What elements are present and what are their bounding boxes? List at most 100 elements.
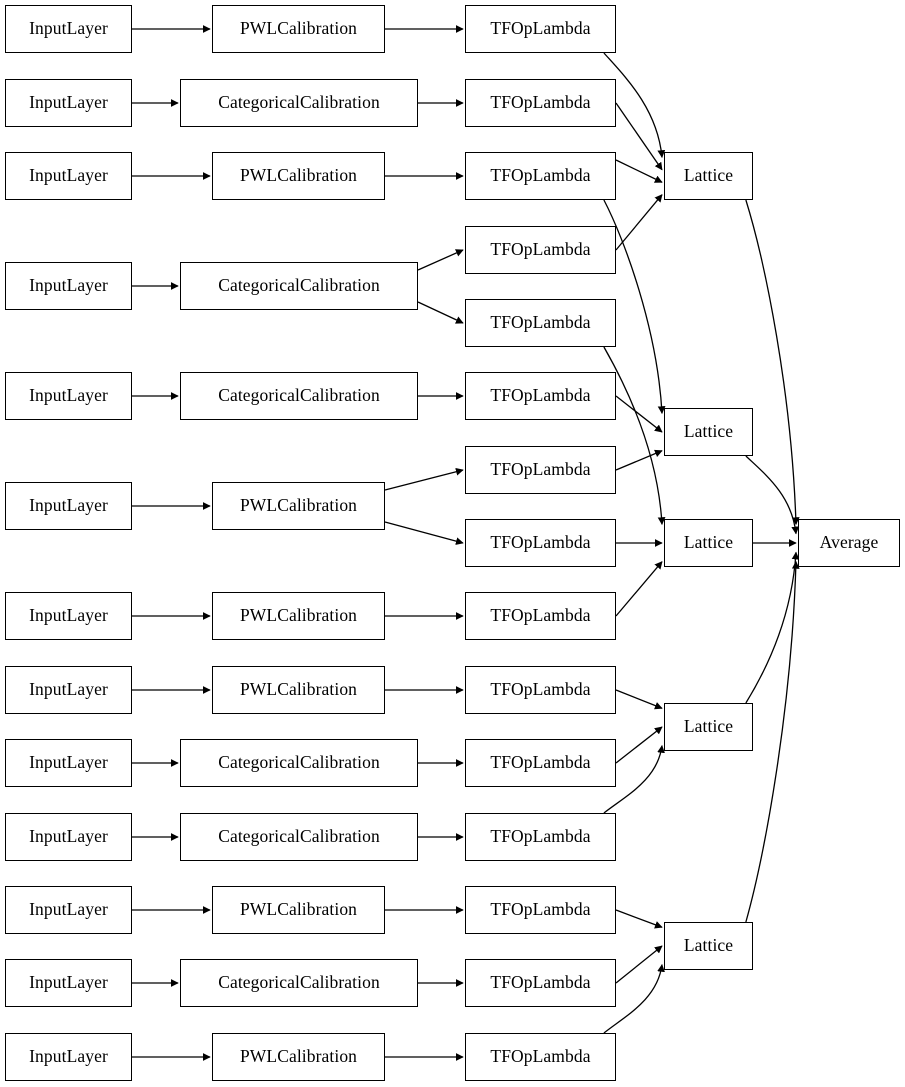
node-label: PWLCalibration	[239, 679, 358, 700]
node-label: InputLayer	[29, 752, 108, 773]
node-tfop-lambda-lam6[interactable]: TFOpLambda	[465, 446, 616, 494]
node-label: InputLayer	[29, 495, 108, 516]
node-tfop-lambda-lam7[interactable]: TFOpLambda	[465, 519, 616, 567]
node-label: InputLayer	[29, 18, 108, 39]
node-tfop-lambda-lam13[interactable]: TFOpLambda	[465, 959, 616, 1007]
node-pwlcalibration-cal6[interactable]: PWLCalibration	[212, 592, 385, 640]
node-label: TFOpLambda	[490, 92, 591, 113]
node-label: TFOpLambda	[490, 18, 591, 39]
node-label: CategoricalCalibration	[218, 385, 380, 406]
node-label: InputLayer	[29, 826, 108, 847]
node-pwlcalibration-cal7[interactable]: PWLCalibration	[212, 666, 385, 714]
node-label: TFOpLambda	[490, 385, 591, 406]
node-categorical-calibration-cal8[interactable]: CategoricalCalibration	[180, 739, 418, 787]
node-lattice-lat3[interactable]: Lattice	[664, 703, 753, 751]
node-label: PWLCalibration	[239, 495, 358, 516]
node-label: InputLayer	[29, 165, 108, 186]
edge-lat0-to-avg	[745, 199, 800, 526]
node-input-layer-in5[interactable]: InputLayer	[5, 482, 132, 530]
node-label: InputLayer	[29, 275, 108, 296]
node-pwlcalibration-cal10[interactable]: PWLCalibration	[212, 886, 385, 934]
edge-lam2-to-lat0	[615, 159, 663, 183]
node-label: TFOpLambda	[490, 532, 591, 553]
node-tfop-lambda-lam9[interactable]: TFOpLambda	[465, 666, 616, 714]
node-pwlcalibration-cal2[interactable]: PWLCalibration	[212, 152, 385, 200]
node-input-layer-in8[interactable]: InputLayer	[5, 739, 132, 787]
edge-lat1-to-avg	[745, 455, 800, 535]
node-label: InputLayer	[29, 679, 108, 700]
edge-lam12-to-lat4	[615, 909, 663, 929]
node-label: Lattice	[683, 716, 734, 737]
edge-lat3-to-avg	[745, 551, 800, 704]
node-categorical-calibration-cal11[interactable]: CategoricalCalibration	[180, 959, 418, 1007]
node-tfop-lambda-lam10[interactable]: TFOpLambda	[465, 739, 616, 787]
edge-lam13-to-lat4	[615, 945, 663, 984]
node-input-layer-in0[interactable]: InputLayer	[5, 5, 132, 53]
node-tfop-lambda-lam5[interactable]: TFOpLambda	[465, 372, 616, 420]
node-tfop-lambda-lam0[interactable]: TFOpLambda	[465, 5, 616, 53]
node-categorical-calibration-cal9[interactable]: CategoricalCalibration	[180, 813, 418, 861]
node-label: Average	[819, 532, 879, 553]
node-input-layer-in3[interactable]: InputLayer	[5, 262, 132, 310]
node-label: InputLayer	[29, 899, 108, 920]
edge-lam8-to-lat2	[615, 561, 663, 617]
edge-lat4-to-avg	[745, 560, 800, 923]
node-pwlcalibration-cal12[interactable]: PWLCalibration	[212, 1033, 385, 1081]
edge-lam1-to-lat0	[615, 102, 663, 171]
node-categorical-calibration-cal1[interactable]: CategoricalCalibration	[180, 79, 418, 127]
node-lattice-lat2[interactable]: Lattice	[664, 519, 753, 567]
node-label: TFOpLambda	[490, 1046, 591, 1067]
node-pwlcalibration-cal0[interactable]: PWLCalibration	[212, 5, 385, 53]
node-input-layer-in2[interactable]: InputLayer	[5, 152, 132, 200]
node-label: Lattice	[683, 935, 734, 956]
node-label: Lattice	[683, 165, 734, 186]
node-label: TFOpLambda	[490, 752, 591, 773]
node-label: TFOpLambda	[490, 679, 591, 700]
edge-cal5-to-lam6	[384, 467, 464, 491]
node-label: TFOpLambda	[490, 239, 591, 260]
node-label: CategoricalCalibration	[218, 275, 380, 296]
node-tfop-lambda-lam2[interactable]: TFOpLambda	[465, 152, 616, 200]
node-label: PWLCalibration	[239, 605, 358, 626]
node-tfop-lambda-lam3[interactable]: TFOpLambda	[465, 226, 616, 274]
node-label: InputLayer	[29, 972, 108, 993]
node-lattice-lat0[interactable]: Lattice	[664, 152, 753, 200]
node-input-layer-in6[interactable]: InputLayer	[5, 592, 132, 640]
node-lattice-lat1[interactable]: Lattice	[664, 408, 753, 456]
node-tfop-lambda-lam1[interactable]: TFOpLambda	[465, 79, 616, 127]
node-pwlcalibration-cal5[interactable]: PWLCalibration	[212, 482, 385, 530]
edge-lam5-to-lat1	[615, 395, 663, 433]
node-categorical-calibration-cal3[interactable]: CategoricalCalibration	[180, 262, 418, 310]
node-tfop-lambda-lam8[interactable]: TFOpLambda	[465, 592, 616, 640]
node-tfop-lambda-lam12[interactable]: TFOpLambda	[465, 886, 616, 934]
node-input-layer-in12[interactable]: InputLayer	[5, 1033, 132, 1081]
node-average-avg[interactable]: Average	[798, 519, 900, 567]
node-label: InputLayer	[29, 605, 108, 626]
node-label: InputLayer	[29, 385, 108, 406]
node-lattice-lat4[interactable]: Lattice	[664, 922, 753, 970]
node-categorical-calibration-cal4[interactable]: CategoricalCalibration	[180, 372, 418, 420]
node-label: Lattice	[683, 532, 734, 553]
node-label: TFOpLambda	[490, 972, 591, 993]
node-label: PWLCalibration	[239, 165, 358, 186]
node-input-layer-in7[interactable]: InputLayer	[5, 666, 132, 714]
node-label: TFOpLambda	[490, 459, 591, 480]
node-label: Lattice	[683, 421, 734, 442]
node-input-layer-in10[interactable]: InputLayer	[5, 886, 132, 934]
node-input-layer-in9[interactable]: InputLayer	[5, 813, 132, 861]
node-input-layer-in4[interactable]: InputLayer	[5, 372, 132, 420]
node-label: CategoricalCalibration	[218, 752, 380, 773]
node-label: InputLayer	[29, 1046, 108, 1067]
node-label: CategoricalCalibration	[218, 92, 380, 113]
node-label: CategoricalCalibration	[218, 826, 380, 847]
node-label: InputLayer	[29, 92, 108, 113]
node-input-layer-in11[interactable]: InputLayer	[5, 959, 132, 1007]
edge-lam3-to-lat0	[615, 194, 663, 251]
node-tfop-lambda-lam4[interactable]: TFOpLambda	[465, 299, 616, 347]
node-tfop-lambda-lam11[interactable]: TFOpLambda	[465, 813, 616, 861]
node-label: TFOpLambda	[490, 605, 591, 626]
node-input-layer-in1[interactable]: InputLayer	[5, 79, 132, 127]
node-tfop-lambda-lam14[interactable]: TFOpLambda	[465, 1033, 616, 1081]
edge-lam9-to-lat3	[615, 689, 663, 710]
